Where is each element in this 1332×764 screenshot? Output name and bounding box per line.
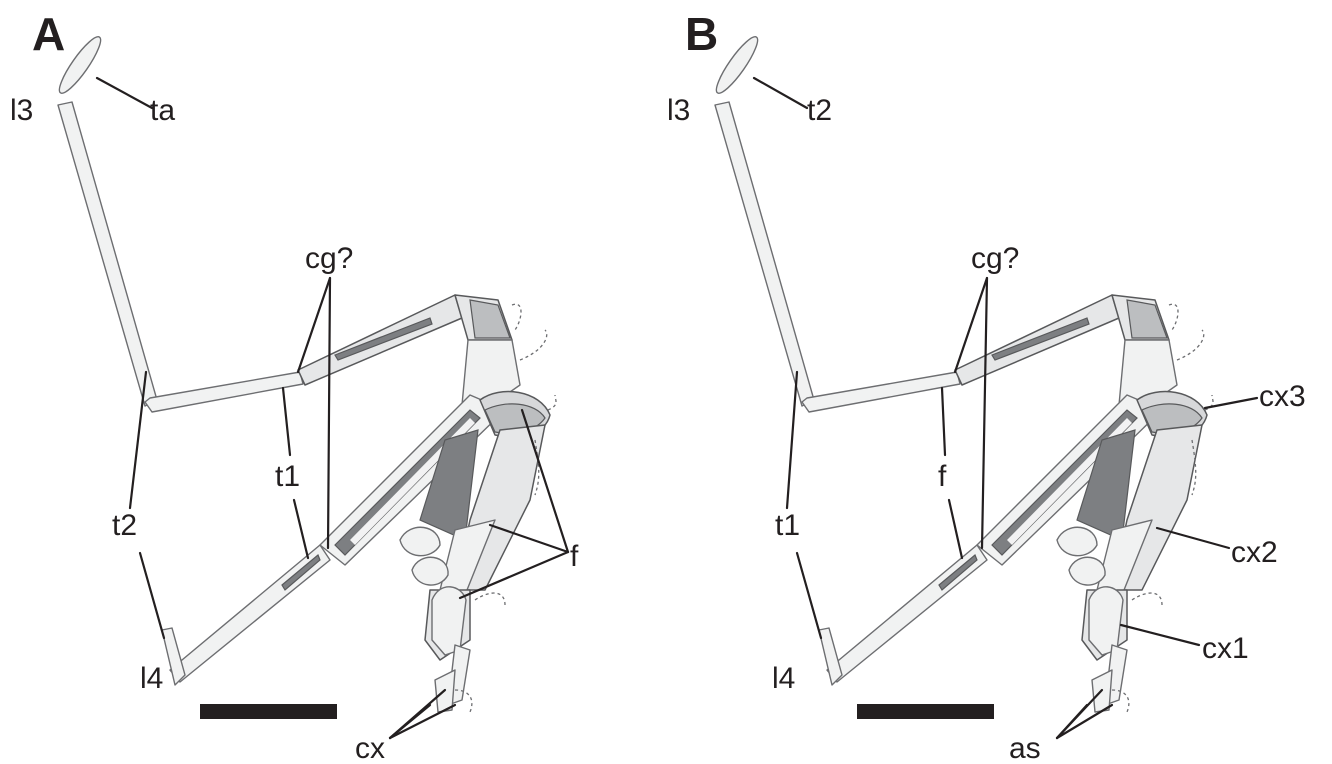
panel-a-leg-drawing [54,33,556,712]
leader-a-t1-bottom [294,500,308,558]
leader-b-cx1 [1121,625,1199,645]
panel-a-letter: A [32,8,65,60]
label-a-l4: l4 [140,662,163,695]
leader-a-t2-bottom [140,553,164,638]
label-b-f: f [938,460,947,493]
label-a-t2: t2 [112,509,137,542]
label-b-as: as [1009,732,1041,764]
panel-b-letter: B [685,8,718,60]
leader-a-t2-top [130,372,146,508]
label-b-l3: l3 [667,94,690,127]
label-b-cx3: cx3 [1259,380,1306,413]
panel-b-leg-drawing [711,33,1213,712]
leader-a-ta [97,78,152,108]
leader-b-t1-bottom [797,553,821,638]
panel-a: A ta l3 cg? t2 t1 l4 f cx [10,8,579,764]
leader-a-cg-2 [328,278,330,548]
scale-bar-a [200,704,337,719]
leader-b-f-top [942,388,945,455]
leader-b-t2 [754,78,807,108]
label-a-cx: cx [355,732,385,764]
label-b-t1: t1 [775,509,800,542]
label-a-ta: ta [150,94,175,127]
label-a-l3: l3 [10,94,33,127]
label-b-cg: cg? [971,242,1019,275]
leader-a-t1-top [283,388,290,455]
label-b-cx2: cx2 [1231,536,1278,569]
label-a-cg: cg? [305,242,353,275]
label-a-f: f [570,540,579,573]
leader-b-t1-top [787,372,797,508]
panel-b: B t2 l3 cg? t1 f l4 cx3 cx2 cx1 as [667,8,1306,764]
scale-bar-b [857,704,994,719]
label-a-t1: t1 [275,460,300,493]
label-b-l4: l4 [772,662,795,695]
label-b-cx1: cx1 [1202,632,1249,665]
leader-b-cg-2 [982,278,987,548]
leader-b-f-bottom [949,500,962,558]
label-b-t2: t2 [807,94,832,127]
